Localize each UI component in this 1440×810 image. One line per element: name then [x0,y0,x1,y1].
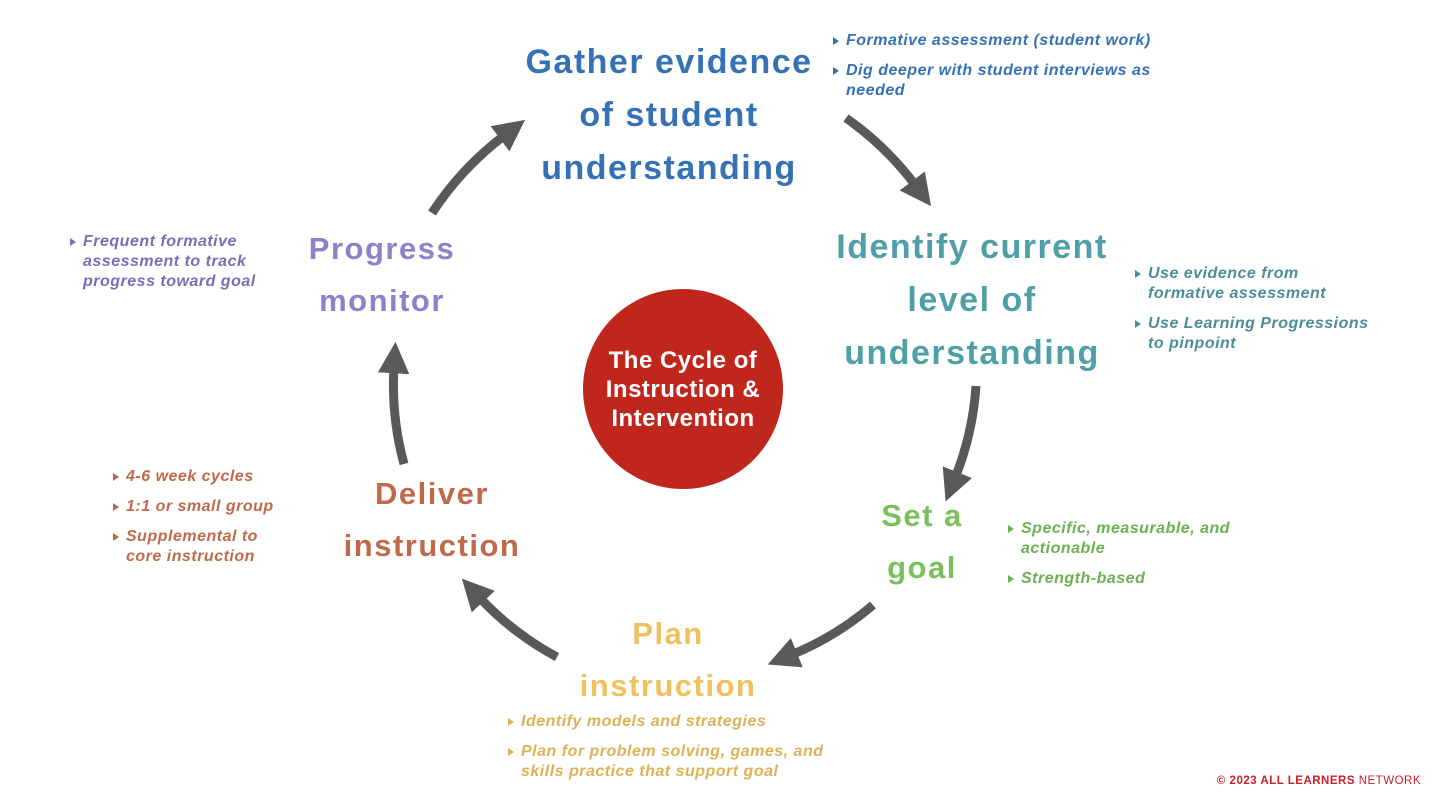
title-line: Set a [881,498,963,533]
center-circle-line: The Cycle of [608,346,758,374]
title-line: Progress [308,231,456,266]
stage-set-a-goal-bullets: Specific, measurable, and actionable Str… [1008,519,1288,599]
bullet-arrow-icon [113,473,119,481]
arrow-goal-to-plan-icon [767,601,876,668]
bullet-arrow-icon [1008,575,1014,583]
bullet-arrow-icon [508,718,514,726]
bullet-item: Frequent formative assessment to track p… [70,232,300,292]
bullet-arrow-icon [1008,525,1014,533]
stage-plan-instruction-bullets: Identify models and strategies Plan for … [508,712,868,792]
copyright-bold-text: © 2023 ALL LEARNERS [1216,775,1356,787]
bullet-item: Supplemental to core instruction [113,527,333,567]
stage-identify-level-bullets: Use evidence from formative assessment U… [1135,264,1415,364]
title-line: monitor [319,283,445,318]
bullet-item: Plan for problem solving, games, and ski… [508,742,868,782]
title-line: Deliver [375,476,489,511]
bullet-item: 1:1 or small group [113,497,333,517]
arrow-gather-to-identify-icon [843,114,932,207]
stage-progress-monitor-bullets: Frequent formative assessment to track p… [70,232,300,302]
stage-gather-evidence-title: Gather evidence of student understanding [469,36,869,195]
bullet-arrow-icon [113,533,119,541]
bullet-text: Use evidence from formative assessment [1148,265,1327,302]
bullet-arrow-icon [508,748,514,756]
bullet-arrow-icon [1135,270,1141,278]
bullet-arrow-icon [70,238,76,246]
title-line: instruction [343,528,521,563]
bullet-text: Supplemental to core instruction [126,528,258,565]
title-line: Identify current [836,228,1108,266]
bullet-item: Use evidence from formative assessment [1135,264,1415,304]
bullet-arrow-icon [1135,320,1141,328]
copyright-regular-text: NETWORK [1355,775,1421,787]
bullet-text: 1:1 or small group [126,498,274,515]
stage-deliver-instruction-title: Deliver instruction [272,468,592,572]
bullet-arrow-icon [833,37,839,45]
title-line: instruction [579,668,757,703]
bullet-item: Identify models and strategies [508,712,868,732]
bullet-text: 4-6 week cycles [126,468,254,485]
bullet-text: Strength-based [1021,570,1146,587]
stage-plan-instruction-title: Plan instruction [518,608,818,712]
bullet-arrow-icon [113,503,119,511]
stage-deliver-instruction-bullets: 4-6 week cycles 1:1 or small group Suppl… [113,467,333,577]
title-line: Plan [632,616,704,651]
title-line: goal [887,550,957,585]
title-line: understanding [541,149,797,187]
bullet-item: Formative assessment (student work) [833,31,1253,51]
bullet-item: Strength-based [1008,569,1288,589]
stage-gather-evidence-bullets: Formative assessment (student work) Dig … [833,31,1253,111]
bullet-text: Dig deeper with student interviews as ne… [846,62,1151,99]
bullet-item: Use Learning Progressions to pinpoint [1135,314,1415,354]
bullet-text: Frequent formative assessment to track p… [83,233,256,290]
stage-progress-monitor-title: Progress monitor [232,223,532,327]
bullet-item: 4-6 week cycles [113,467,333,487]
bullet-text: Specific, measurable, and actionable [1021,520,1231,557]
stage-set-a-goal-title: Set a goal [772,490,1072,594]
title-line: of student [579,96,759,134]
arrow-identify-to-goal-icon [942,385,981,502]
bullet-text: Formative assessment (student work) [846,32,1151,49]
bullet-text: Use Learning Progressions to pinpoint [1148,315,1369,352]
stage-identify-level-title: Identify current level of understanding [772,221,1172,380]
arrow-progress-to-gather-icon [428,119,526,216]
center-circle-line: Instruction & [605,375,761,403]
bullet-item: Specific, measurable, and actionable [1008,519,1288,559]
title-line: understanding [844,334,1100,372]
bullet-text: Identify models and strategies [521,713,767,730]
title-line: Gather evidence [525,43,813,81]
arrow-plan-to-deliver-icon [461,578,560,661]
copyright-notice: © 2023 ALL LEARNERS NETWORK [1217,775,1421,787]
bullet-item: Dig deeper with student interviews as ne… [833,61,1253,101]
bullet-text: Plan for problem solving, games, and ski… [521,743,824,780]
title-line: level of [907,281,1037,319]
bullet-arrow-icon [833,67,839,75]
center-circle: The Cycle of Instruction & Intervention [583,289,783,489]
center-circle-line: Intervention [611,404,755,432]
arrow-deliver-to-progress-icon [377,341,410,466]
